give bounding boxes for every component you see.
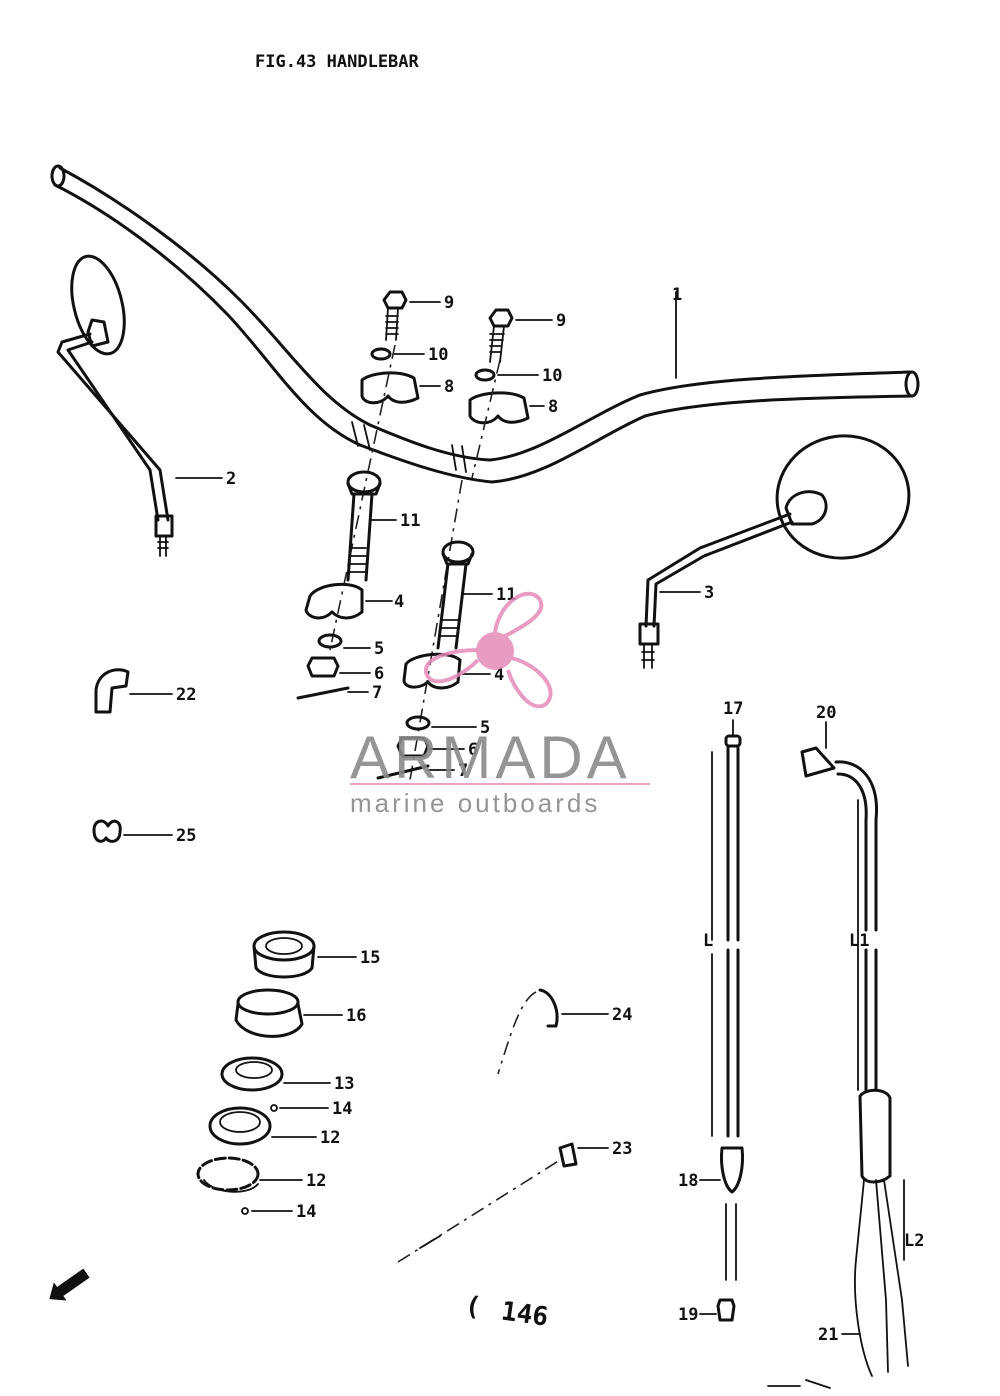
callout-4-left: 4 xyxy=(394,592,404,612)
callout-15: 15 xyxy=(360,948,380,968)
callout-8-left: 8 xyxy=(444,377,454,397)
tick-23 xyxy=(419,1235,441,1249)
bolt-9-left xyxy=(382,290,408,341)
ring-14-upper xyxy=(270,1104,278,1112)
callout-17: 17 xyxy=(723,699,743,719)
boot-15 xyxy=(252,930,316,979)
callout-14-upper: 14 xyxy=(332,1099,352,1119)
mirror-left xyxy=(56,254,174,557)
holder-lower-4-left xyxy=(304,582,364,620)
holder-lower-4-right xyxy=(402,652,462,690)
callout-7-left: 7 xyxy=(372,683,382,703)
dim-label-L: L xyxy=(703,931,713,951)
washer-5-left xyxy=(317,633,343,649)
callout-14-lower: 14 xyxy=(296,1202,316,1222)
callout-6-left: 6 xyxy=(374,664,384,684)
watermark-brand: ARMADA xyxy=(350,724,631,791)
callout-11-left: 11 xyxy=(400,511,420,531)
callout-6-right: 6 xyxy=(468,740,478,760)
holder-upper-8-right xyxy=(468,391,530,425)
nut-6-right xyxy=(396,736,430,758)
page-number: 146 xyxy=(499,1296,550,1332)
bolt-9-right xyxy=(488,308,514,363)
cap-12-lower xyxy=(196,1156,260,1193)
watermark-tagline: marine outboards xyxy=(350,788,600,818)
holder-upper-8-left xyxy=(360,371,420,405)
watermark-logo-icon xyxy=(424,591,553,709)
page-prefix: ( xyxy=(463,1291,483,1323)
callout-18: 18 xyxy=(678,1171,698,1191)
cap-13 xyxy=(220,1056,284,1092)
throttle-cable-21 xyxy=(800,746,909,1377)
bottom-cable-end xyxy=(767,1379,831,1389)
bolt-11-left xyxy=(346,470,382,582)
callout-12-lower: 12 xyxy=(306,1171,326,1191)
callout-1: 1 xyxy=(672,285,682,305)
callout-25: 25 xyxy=(176,826,196,846)
dim-label-L2: L2 xyxy=(904,1231,924,1251)
nut-6-left xyxy=(306,656,340,678)
callout-5-right: 5 xyxy=(480,718,490,738)
callout-20: 20 xyxy=(816,703,836,723)
callout-22: 22 xyxy=(176,685,196,705)
callout-8-right: 8 xyxy=(548,397,558,417)
callout-16: 16 xyxy=(346,1006,366,1026)
callout-10-right: 10 xyxy=(542,366,562,386)
callout-4-right: 4 xyxy=(494,665,504,685)
figure-title: FIG.43 HANDLEBAR xyxy=(255,52,420,72)
dim-label-L1: L1 xyxy=(849,931,869,951)
callout-23: 23 xyxy=(612,1139,632,1159)
callout-19: 19 xyxy=(678,1305,698,1325)
fitting-23 xyxy=(558,1142,578,1168)
washer-10-left xyxy=(370,347,392,361)
cable-24 xyxy=(497,991,537,1075)
callout-12-upper: 12 xyxy=(320,1128,340,1148)
callout-7-right: 7 xyxy=(458,761,468,781)
ring-14-lower xyxy=(241,1207,249,1215)
boot-16 xyxy=(234,988,304,1038)
callout-5-left: 5 xyxy=(374,639,384,659)
clamp-22 xyxy=(94,668,130,714)
front-arrow-icon xyxy=(49,1268,90,1301)
clip-25 xyxy=(92,819,122,843)
callout-9-right: 9 xyxy=(556,311,566,331)
callout-2: 2 xyxy=(226,469,236,489)
bolt-11-right xyxy=(436,540,475,650)
clip-24 xyxy=(538,988,559,1028)
nut-19 xyxy=(716,1298,736,1322)
throttle-cable-18 xyxy=(711,734,744,1281)
callout-9-left: 9 xyxy=(444,293,454,313)
callout-24: 24 xyxy=(612,1005,632,1025)
callout-3: 3 xyxy=(704,583,714,603)
washer-10-right xyxy=(474,368,496,382)
assembly-line-left xyxy=(329,344,396,651)
washer-5-right xyxy=(405,715,431,731)
callout-21: 21 xyxy=(818,1325,838,1345)
callout-13: 13 xyxy=(334,1074,354,1094)
callout-10-left: 10 xyxy=(428,345,448,365)
cap-12-upper xyxy=(208,1106,272,1146)
assembly-line-right-upper xyxy=(471,359,501,479)
mirror-right xyxy=(638,434,911,669)
pin-7-right xyxy=(376,764,430,780)
handlebar-tube xyxy=(50,164,920,484)
pin-7-left xyxy=(296,686,350,700)
